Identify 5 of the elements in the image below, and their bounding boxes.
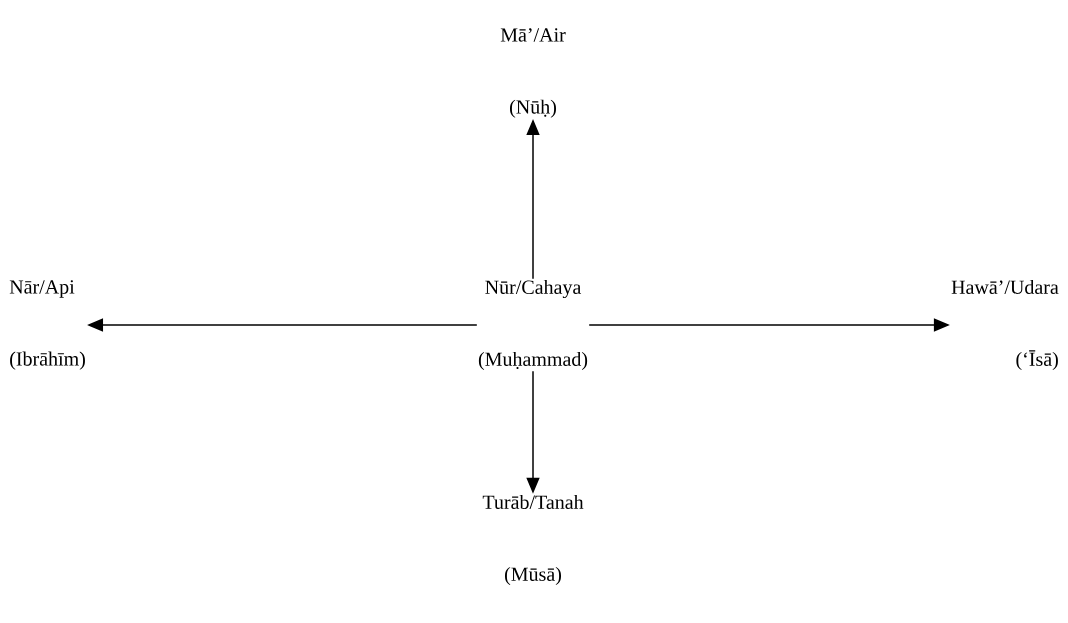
element-label: Nār/Api (Ibrāhīm) (9, 280, 85, 370)
element-label: Mā’/Air (Nūḥ) (500, 28, 566, 118)
element-label: Hawā’/Udara (‘Īsā) (951, 279, 1059, 371)
element-label: Turāb/Tanah (Mūsā) (482, 494, 584, 586)
element-label: Nūr/Cahaya (Muḥammad) (478, 279, 588, 371)
